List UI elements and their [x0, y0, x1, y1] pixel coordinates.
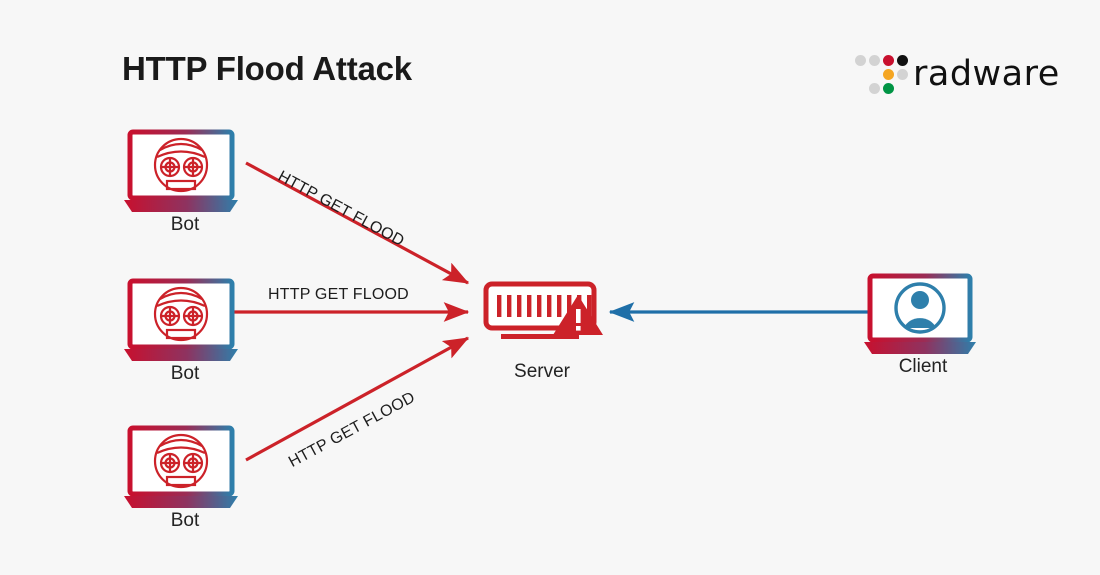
node-bot-2[interactable]: Bot	[122, 277, 248, 387]
logo-wordmark: radware	[913, 53, 1060, 94]
user-avatar-icon	[894, 282, 946, 334]
edge-label-bot1: HTTP GET FLOOD	[274, 168, 407, 250]
node-bot-3[interactable]: Bot	[122, 424, 248, 534]
warning-triangle-icon	[553, 295, 603, 335]
node-label-client: Client	[898, 356, 948, 377]
edge-bot3-server	[245, 336, 470, 462]
node-label-bot-2: Bot	[170, 363, 200, 384]
logo-dot-grid-icon	[855, 51, 908, 97]
node-label-server: Server	[514, 361, 570, 382]
laptop-bot-icon	[124, 129, 238, 212]
edge-label-bot2: HTTP GET FLOOD	[268, 286, 409, 303]
node-label-bot-3: Bot	[170, 510, 200, 531]
server-icon	[483, 281, 603, 339]
page-title: HTTP Flood Attack	[122, 50, 412, 87]
node-label-bot-1: Bot	[170, 214, 200, 235]
node-client[interactable]: Client	[862, 272, 984, 382]
laptop-bot-icon	[124, 278, 238, 361]
laptop-bot-icon	[124, 425, 238, 508]
radware-logo: radware	[855, 48, 1059, 100]
node-server[interactable]: Server	[483, 281, 603, 391]
node-bot-1[interactable]: Bot	[122, 128, 248, 238]
laptop-client-icon	[864, 273, 976, 354]
edge-label-bot3: HTTP GET FLOOD	[286, 388, 419, 471]
